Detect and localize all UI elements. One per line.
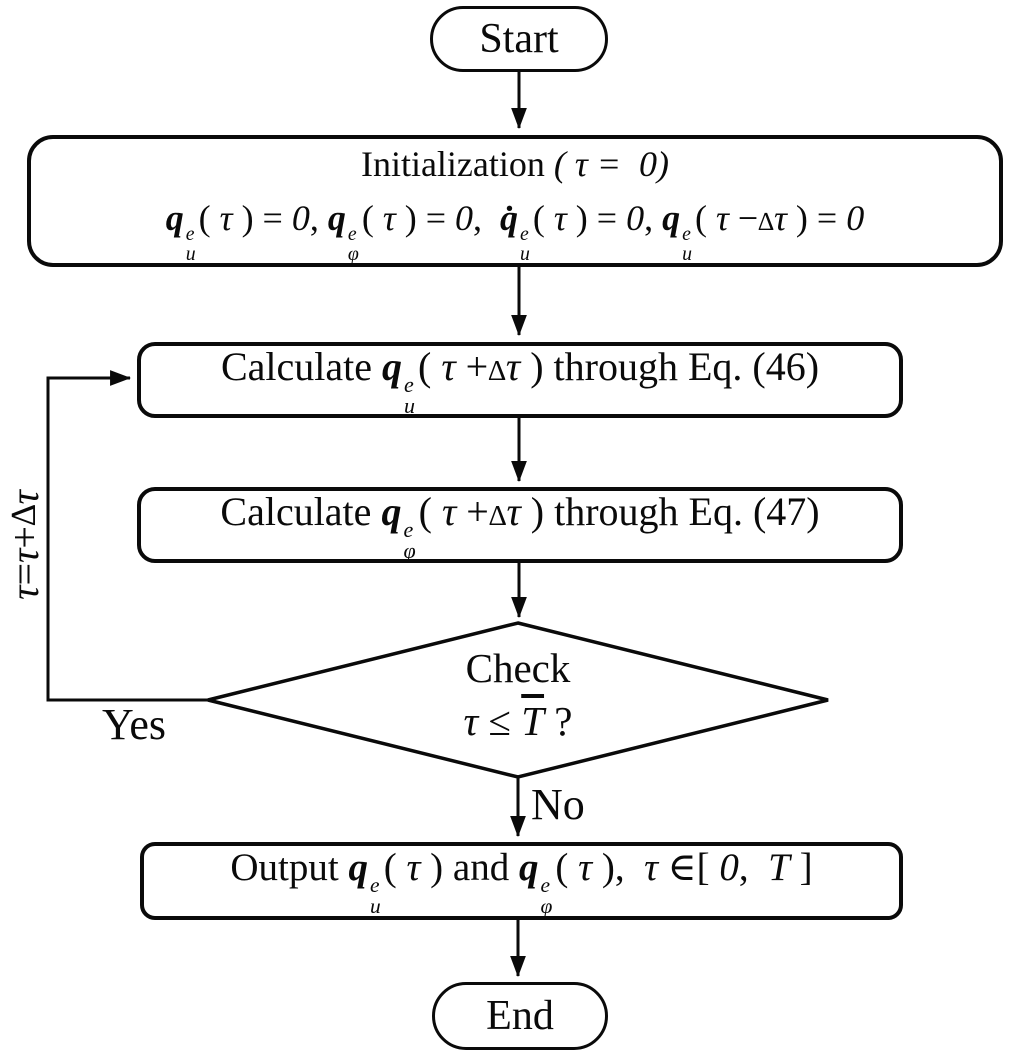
node-check-label: Check τ ≤ T ? [368, 642, 668, 748]
check-diamond-shape [207, 621, 829, 779]
loop-increment-label: τ = τ + ∆τ [1, 490, 47, 600]
initialization-title: Initialization ( τ = 0) [360, 143, 670, 184]
branch-label-no: No [531, 780, 585, 829]
loop-arrow-yes [46, 370, 208, 702]
end-label: End [486, 993, 554, 1039]
branch-label-yes: Yes [102, 700, 167, 749]
node-start: Start [430, 6, 608, 72]
start-label: Start [479, 16, 559, 62]
check-condition: τ ≤ T ? [463, 698, 573, 744]
check-title: Check [465, 645, 571, 691]
node-end: End [432, 982, 608, 1050]
